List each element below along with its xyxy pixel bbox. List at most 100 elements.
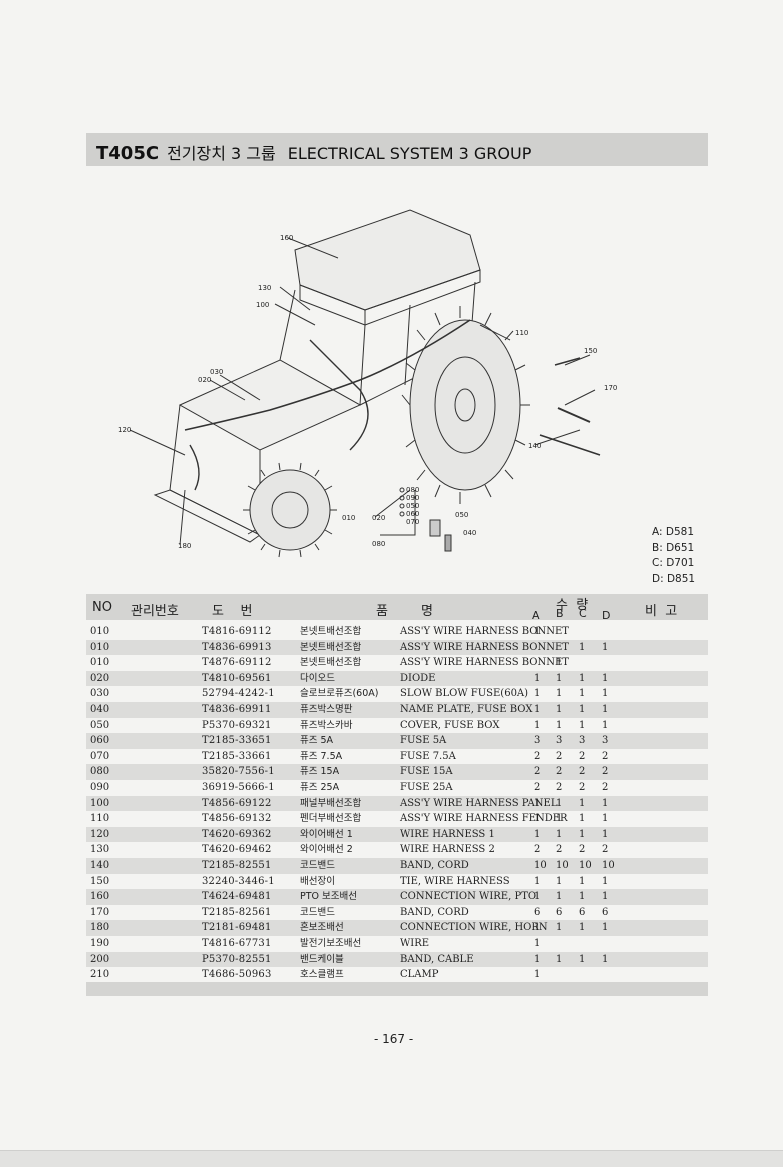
cell-c: 1 (579, 828, 586, 840)
cell-c: 2 (579, 782, 586, 793)
cell-ko: 코드밴드 (300, 860, 335, 871)
cell-no: 210 (90, 969, 110, 981)
cell-en: WIRE HARNESS 1 (400, 828, 495, 840)
cell-d: 3 (602, 735, 609, 747)
table-header-band (86, 594, 708, 620)
cell-part-no: T4856-69132 (202, 813, 272, 825)
cell-part-no: T4816-67731 (202, 938, 272, 949)
cell-no: 130 (90, 844, 110, 856)
header-qty: 수 량 (556, 598, 589, 613)
cell-ko: 펜더부배선조합 (300, 813, 362, 825)
cell-ko: 코드밴드 (300, 906, 335, 918)
cell-b: 2 (556, 750, 563, 762)
electrical-system-diagram: 160 130 100 110 150 170 140 030 020 120 … (118, 209, 617, 558)
cell-a: 2 (534, 844, 541, 856)
cell-a: 1 (534, 891, 541, 903)
cell-d: 1 (602, 891, 609, 903)
cell-en: FUSE 5A (400, 735, 447, 747)
callout-label: 010 (342, 514, 355, 522)
cell-b: 1 (556, 657, 563, 669)
title-korean: 전기장치 3 그룹 (167, 144, 276, 163)
cell-part-no: T4836-69913 (202, 641, 272, 653)
cell-en: NAME PLATE, FUSE BOX (400, 704, 533, 715)
cell-en: COVER, FUSE BOX (400, 719, 500, 731)
cell-d: 1 (602, 828, 609, 840)
cell-c: 1 (579, 641, 586, 653)
cell-b: 1 (556, 922, 563, 934)
cell-ko: 다이오드 (300, 672, 335, 684)
cell-d: 1 (602, 953, 609, 965)
cell-en: WIRE (400, 938, 430, 949)
cell-part-no: 35820-7556-1 (202, 766, 275, 778)
cell-en: ASS'Y WIRE HARNESS BONNET (400, 657, 569, 669)
cell-ko: 와이어배선 1 (300, 828, 353, 840)
cell-a: 2 (534, 782, 541, 793)
cell-en: ASS'Y WIRE HARNESS FENDER (400, 813, 568, 825)
cell-en: ASS'Y WIRE HARNESS PANEL (400, 797, 558, 809)
callout-label: 170 (604, 384, 617, 392)
cell-b: 1 (556, 828, 563, 840)
cell-c: 2 (579, 750, 586, 762)
cell-d: 1 (602, 875, 609, 887)
cell-ko: 퓨즈 25A (300, 782, 340, 793)
cell-ko: 배선장이 (300, 875, 335, 887)
cell-b: 10 (556, 860, 569, 871)
cell-d: 6 (602, 906, 609, 918)
header-remarks: 비 고 (645, 604, 678, 619)
cell-c: 2 (579, 844, 586, 856)
callout-label: 100 (256, 301, 269, 309)
cell-part-no: T4856-69122 (202, 797, 272, 809)
callout-label: 110 (515, 329, 528, 337)
callout-label: 070 (406, 518, 419, 526)
cell-part-no: T2185-82551 (202, 860, 272, 871)
header-b: B (556, 607, 564, 620)
callout-label: 090 (406, 494, 419, 502)
cell-en: CLAMP (400, 969, 439, 981)
cell-a: 1 (534, 875, 541, 887)
header-c: C (579, 607, 587, 620)
callout-label: 020 (372, 514, 385, 522)
cell-no: 080 (90, 766, 110, 778)
cell-en: FUSE 7.5A (400, 750, 456, 762)
cell-c: 10 (579, 860, 592, 871)
cell-no: 090 (90, 782, 110, 793)
cell-ko: 퓨즈박스카바 (300, 719, 353, 731)
cell-d: 1 (602, 719, 609, 731)
cell-part-no: T4810-69561 (202, 672, 272, 684)
cell-en: DIODE (400, 672, 436, 684)
cell-c: 1 (579, 797, 586, 809)
cell-ko: 호스클램프 (300, 969, 344, 981)
group-code: T405C (96, 143, 160, 164)
cell-ko: 본넷트배선조합 (300, 641, 362, 653)
cell-no: 060 (90, 735, 110, 747)
cell-en: ASS'Y WIRE HARNESS BONNET (400, 626, 569, 637)
cell-no: 040 (90, 704, 110, 715)
cell-ko: 퓨즈 7.5A (300, 750, 343, 762)
cell-d: 2 (602, 782, 609, 793)
cell-en: SLOW BLOW FUSE(60A) (400, 688, 529, 700)
cell-d: 2 (602, 750, 609, 762)
cell-en: ASS'Y WIRE HARNESS BONNET (400, 641, 569, 653)
cell-ko: 슬로브로퓨즈(60A) (300, 688, 379, 700)
model-b: B: D651 (652, 541, 695, 554)
cell-part-no: T4620-69362 (202, 828, 272, 840)
cell-part-no: 32240-3446-1 (202, 875, 275, 887)
cell-c: 1 (579, 672, 586, 684)
cell-b: 2 (556, 782, 563, 793)
page-edge (0, 1150, 783, 1167)
callout-label: 130 (258, 284, 271, 292)
cell-part-no: T2185-33661 (202, 750, 272, 762)
header-d: D (602, 609, 611, 622)
cell-en: FUSE 25A (400, 782, 453, 793)
cell-en: CONNECTION WIRE, HORN (400, 922, 548, 934)
